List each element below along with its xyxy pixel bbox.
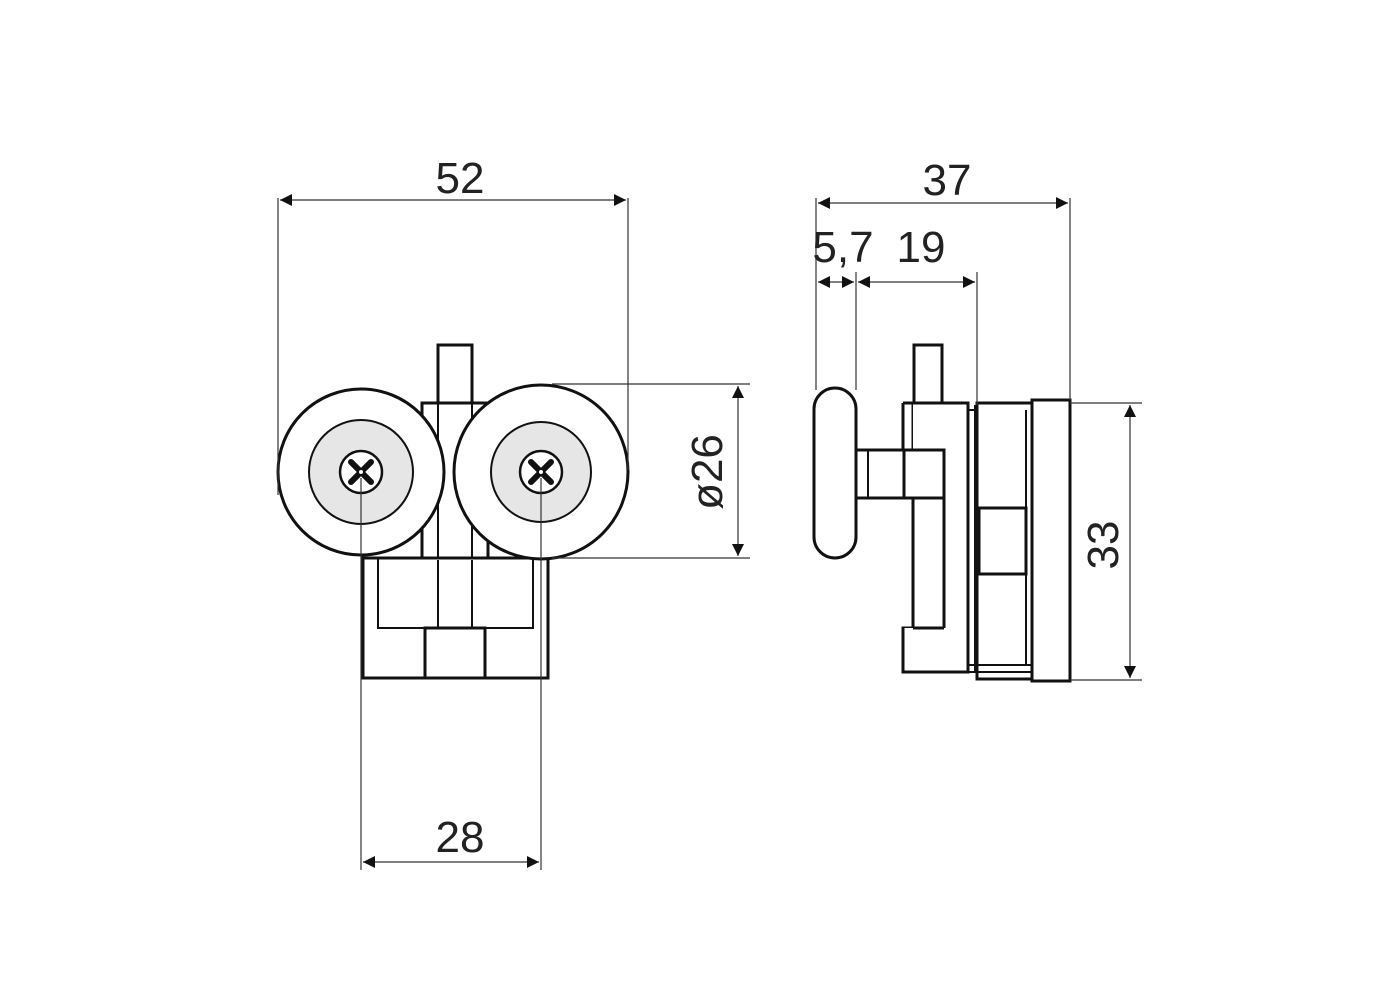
side-view: 37 5,7 19 33 [812, 156, 1142, 683]
dim-label-19: 19 [897, 223, 946, 272]
right-wheel [452, 383, 630, 561]
dim-label-diameter: ø26 [683, 434, 732, 510]
dim-label-28: 28 [436, 813, 485, 862]
dimension-overall-width: 52 [277, 154, 629, 495]
dim-label-52: 52 [436, 154, 485, 203]
screw-cross-icon [528, 459, 554, 485]
dimension-overall-depth: 37 [815, 156, 1071, 400]
side-back-plate [1030, 398, 1072, 683]
dimension-height: 33 [1070, 402, 1142, 681]
side-wheel [812, 386, 858, 560]
dim-label-37: 37 [923, 156, 972, 205]
front-view: 52 28 ø26 [276, 154, 750, 870]
dimension-body-depth: 19 [858, 223, 978, 405]
side-clamp [968, 398, 1072, 683]
dimension-axle-spacing: 28 [360, 478, 542, 870]
side-clamp-insert [977, 506, 1028, 576]
left-wheel [276, 387, 446, 557]
dimension-wheel-diameter: ø26 [552, 383, 750, 559]
side-axle [854, 448, 906, 500]
screw-cross-icon [348, 459, 374, 485]
dimension-wheel-offset: 5,7 [812, 223, 874, 390]
front-nut [423, 626, 487, 680]
front-top-pin [436, 343, 474, 405]
dim-label-5-7: 5,7 [812, 223, 873, 272]
dim-label-33: 33 [1079, 521, 1128, 570]
side-top-pin [912, 343, 944, 405]
